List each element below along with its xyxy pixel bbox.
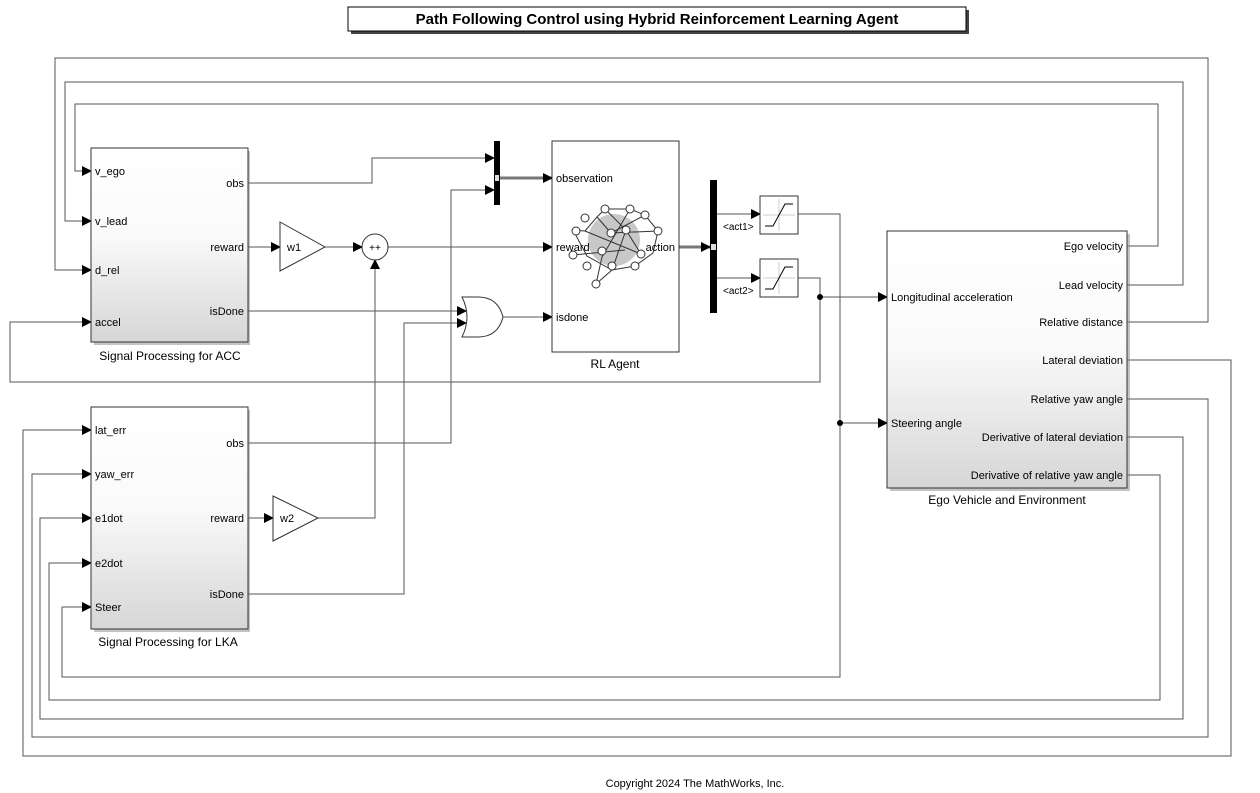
diagram-title: Path Following Control using Hybrid Rein… bbox=[347, 6, 969, 34]
port-obs: obs bbox=[226, 438, 244, 450]
port-e1dot: e1dot bbox=[95, 513, 123, 525]
port-reward: reward bbox=[210, 513, 244, 525]
port-longitudinal-acceleration: Longitudinal acceleration bbox=[891, 292, 1013, 304]
line-accel bbox=[9, 297, 821, 383]
saturation-icon bbox=[765, 203, 793, 227]
saturation-icon bbox=[765, 266, 793, 290]
mux-block[interactable] bbox=[494, 141, 500, 205]
port-obs: obs bbox=[226, 178, 244, 190]
line-lead-velocity bbox=[64, 81, 1184, 286]
line-ego-velocity bbox=[74, 103, 1159, 247]
gain-w1-label: w1 bbox=[286, 242, 301, 254]
port-ego-velocity: Ego velocity bbox=[1064, 241, 1124, 253]
port-observation: observation bbox=[556, 173, 613, 185]
port-lateral-deviation: Lateral deviation bbox=[1042, 355, 1123, 367]
port-isdone: isDone bbox=[210, 589, 244, 601]
line-lateral-deviation bbox=[22, 359, 1232, 757]
line-relative-yaw bbox=[31, 398, 1209, 738]
acc-block-label: Signal Processing for ACC bbox=[99, 349, 241, 363]
copyright-text: Copyright 2024 The MathWorks, Inc. bbox=[606, 778, 785, 790]
sum-signs: ++ bbox=[369, 243, 381, 254]
line-deriv-lateral bbox=[39, 436, 1184, 720]
gain-w1[interactable]: w1 bbox=[279, 221, 327, 272]
port-lead-velocity: Lead velocity bbox=[1059, 280, 1124, 292]
port-isdone: isdone bbox=[556, 312, 588, 324]
port-reward: reward bbox=[210, 242, 244, 254]
demux-port bbox=[711, 244, 716, 250]
title-text: Path Following Control using Hybrid Rein… bbox=[416, 11, 899, 28]
or-gate[interactable] bbox=[461, 296, 504, 338]
port-e2dot: e2dot bbox=[95, 558, 123, 570]
mux-port bbox=[495, 175, 499, 181]
line-steering-angle bbox=[798, 213, 888, 428]
port-relative-yaw-angle: Relative yaw angle bbox=[1031, 394, 1123, 406]
gain-w2-label: w2 bbox=[279, 513, 294, 525]
port-steer: Steer bbox=[95, 602, 122, 614]
port-v-lead: v_lead bbox=[95, 216, 127, 228]
port-isdone: isDone bbox=[210, 306, 244, 318]
act2-label: <act2> bbox=[723, 286, 754, 297]
line-w2-out bbox=[318, 259, 380, 519]
acc-block[interactable]: v_ego v_lead d_rel accel obs reward isDo… bbox=[90, 147, 250, 363]
gain-w2[interactable]: w2 bbox=[272, 495, 320, 542]
port-derivative-lateral-deviation: Derivative of lateral deviation bbox=[982, 432, 1123, 444]
lka-block-label: Signal Processing for LKA bbox=[98, 635, 237, 649]
saturation-block-2[interactable] bbox=[759, 258, 799, 298]
sum-block[interactable]: ++ bbox=[361, 233, 389, 261]
rl-agent-label: RL Agent bbox=[591, 357, 641, 371]
rl-agent-block[interactable]: observation reward isdone action RL Agen… bbox=[551, 140, 680, 371]
line-deriv-yaw bbox=[48, 474, 1161, 701]
port-action: action bbox=[646, 242, 675, 254]
port-yaw-err: yaw_err bbox=[95, 469, 134, 481]
port-v-ego: v_ego bbox=[95, 166, 125, 178]
line-acc-obs bbox=[248, 153, 495, 184]
lka-block[interactable]: lat_err yaw_err e1dot e2dot Steer obs re… bbox=[90, 406, 250, 649]
saturation-block-1[interactable] bbox=[759, 195, 799, 235]
port-derivative-relative-yaw-angle: Derivative of relative yaw angle bbox=[971, 470, 1123, 482]
branch-point bbox=[837, 420, 843, 426]
signal-lines bbox=[9, 57, 1232, 757]
line-steer bbox=[61, 423, 841, 678]
port-reward: reward bbox=[556, 242, 590, 254]
neural-network-icon bbox=[568, 204, 663, 289]
branch-point bbox=[817, 294, 823, 300]
act1-label: <act1> bbox=[723, 222, 754, 233]
port-lat-err: lat_err bbox=[95, 425, 127, 437]
line-relative-distance bbox=[54, 57, 1209, 323]
ego-vehicle-environment-block[interactable]: Longitudinal acceleration Steering angle… bbox=[886, 230, 1130, 507]
port-d-rel: d_rel bbox=[95, 265, 119, 277]
port-steering-angle: Steering angle bbox=[891, 418, 962, 430]
line-longitudinal-accel bbox=[798, 277, 888, 302]
line-lka-isdone bbox=[248, 318, 467, 595]
env-block-label: Ego Vehicle and Environment bbox=[928, 493, 1086, 507]
line-lka-obs bbox=[248, 185, 495, 444]
port-relative-distance: Relative distance bbox=[1039, 317, 1123, 329]
port-accel: accel bbox=[95, 317, 121, 329]
